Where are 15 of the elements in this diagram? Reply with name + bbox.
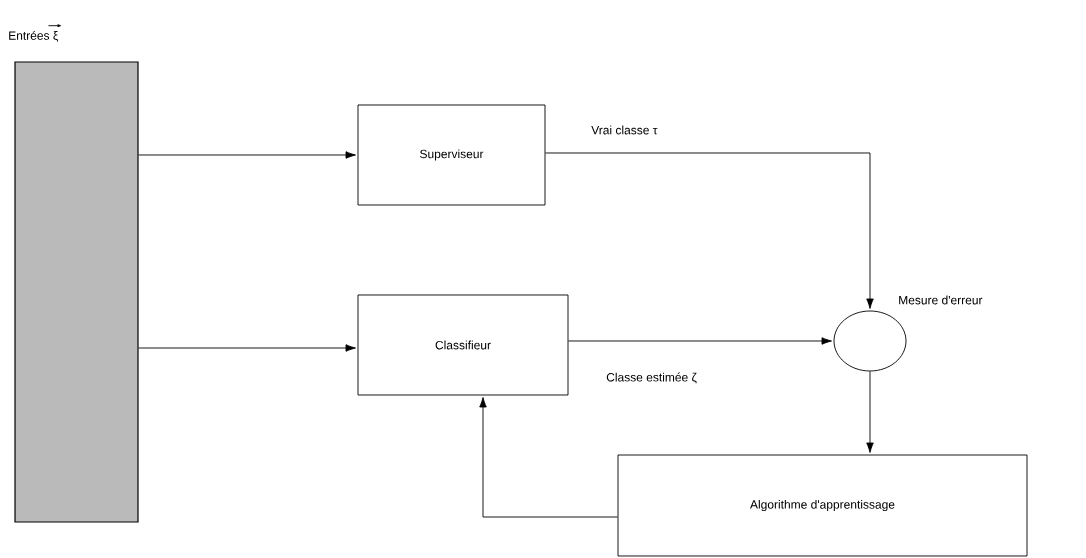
arrow — [138, 151, 356, 159]
arrow — [479, 397, 618, 518]
process-box: Algorithme d'apprentissage — [617, 454, 1028, 557]
circle-node — [833, 310, 907, 372]
arrow — [866, 371, 874, 453]
arrow — [138, 344, 356, 352]
edge-label: Classe estimée ζ — [605, 371, 698, 385]
process-box: Classifieur — [357, 294, 569, 396]
node-caption: Mesure d'erreur — [899, 295, 983, 305]
node-label: Entrées ξ — [9, 30, 58, 42]
edge-label: Vrai classe τ — [590, 124, 659, 136]
input-bar: Entrées ξ — [9, 30, 139, 523]
arrow — [568, 337, 832, 345]
arrow — [545, 152, 874, 309]
process-box: Superviseur — [357, 104, 546, 206]
